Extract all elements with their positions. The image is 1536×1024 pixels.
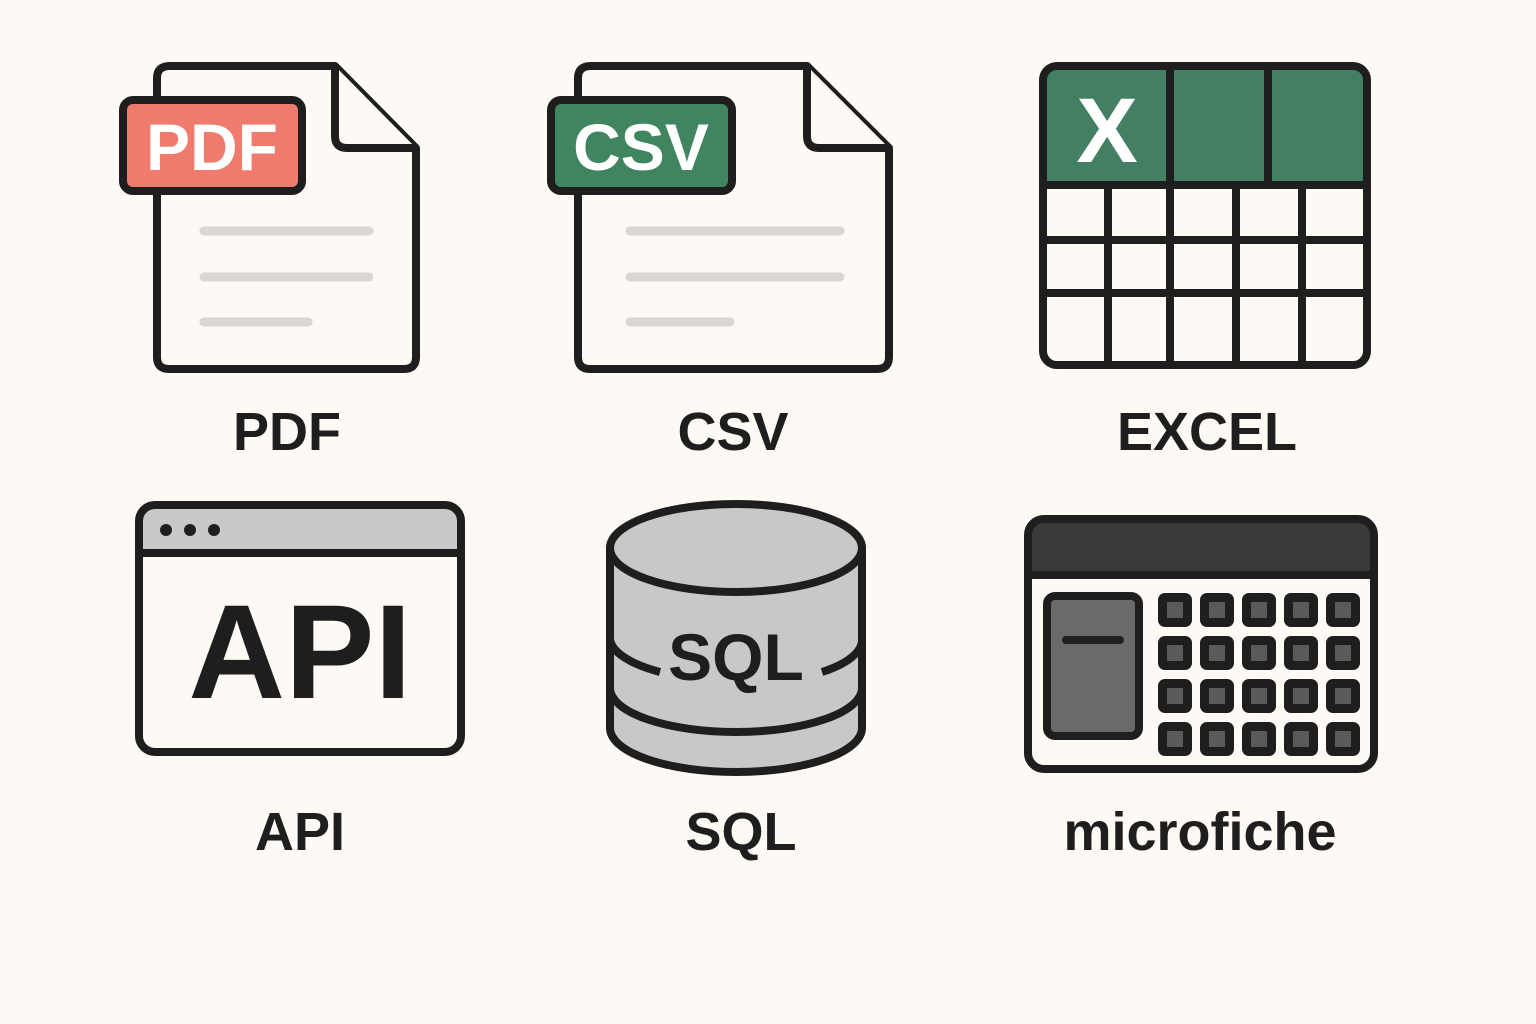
keypad-button-face — [1209, 602, 1225, 618]
csv-file-icon: CSV — [547, 62, 893, 373]
sql-database-icon: SQL — [606, 500, 866, 776]
window-dot-icon — [184, 524, 196, 536]
keypad-button-face — [1293, 645, 1309, 661]
keypad-button-face — [1335, 688, 1351, 704]
csv-label: CSV — [677, 402, 788, 462]
api-label: API — [255, 802, 345, 862]
keypad-button-face — [1209, 688, 1225, 704]
keypad-button-face — [1251, 645, 1267, 661]
excel-label: EXCEL — [1117, 402, 1297, 462]
microfiche-label: microfiche — [1063, 802, 1336, 862]
keypad-button-face — [1167, 731, 1183, 747]
api-window-text: API — [188, 578, 411, 727]
keypad-button-face — [1335, 645, 1351, 661]
sql-label: SQL — [685, 802, 796, 862]
pdf-label: PDF — [233, 402, 341, 462]
keypad-button-face — [1209, 731, 1225, 747]
keypad-button-face — [1293, 602, 1309, 618]
keypad-button-face — [1335, 602, 1351, 618]
api-browser-window-icon: API — [135, 501, 465, 756]
sql-cylinder-text: SQL — [668, 620, 804, 694]
keypad-button-face — [1209, 645, 1225, 661]
microfiche-reader-icon — [1024, 515, 1378, 773]
keypad-button-face — [1251, 688, 1267, 704]
csv-badge-text: CSV — [573, 110, 709, 184]
keypad-button-face — [1293, 731, 1309, 747]
keypad-button-face — [1167, 645, 1183, 661]
window-dot-icon — [208, 524, 220, 536]
keypad-button-face — [1167, 602, 1183, 618]
pdf-file-icon: PDF — [119, 62, 420, 373]
window-dot-icon — [160, 524, 172, 536]
microfiche-button-grid — [1158, 593, 1360, 756]
excel-spreadsheet-icon: X — [1039, 62, 1371, 369]
keypad-button-face — [1251, 602, 1267, 618]
keypad-button-face — [1293, 688, 1309, 704]
keypad-button-face — [1251, 731, 1267, 747]
keypad-button-face — [1335, 731, 1351, 747]
pdf-badge-text: PDF — [146, 110, 278, 184]
excel-x-glyph: X — [1076, 80, 1137, 182]
keypad-button-face — [1167, 688, 1183, 704]
